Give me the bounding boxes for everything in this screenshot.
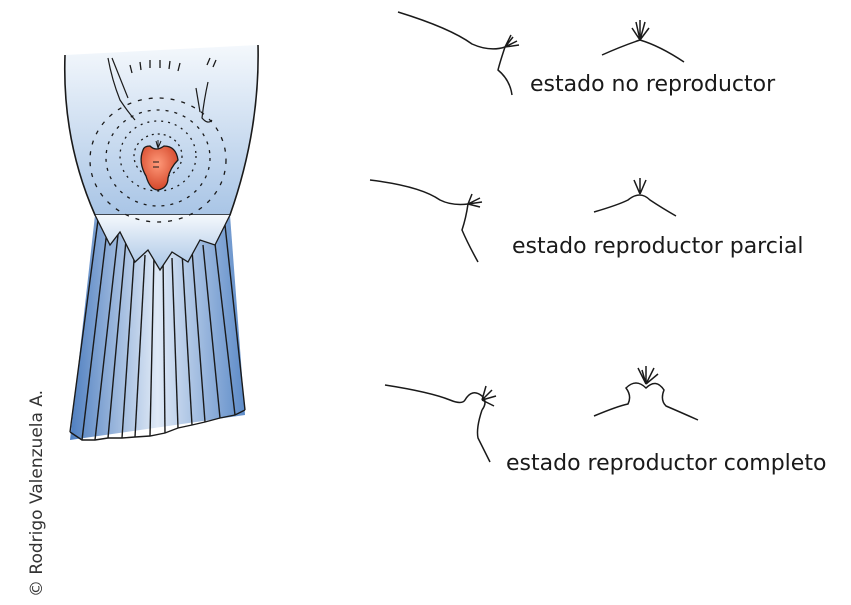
state-partial-front bbox=[594, 178, 676, 216]
state-non-reproductive-front bbox=[602, 20, 684, 62]
state-complete-side bbox=[385, 385, 496, 462]
label-non-reproductive: estado no reproductor bbox=[530, 72, 775, 97]
state-non-reproductive-side bbox=[398, 12, 519, 95]
state-partial-side bbox=[370, 180, 482, 262]
label-complete-reproductive: estado reproductor completo bbox=[506, 451, 826, 476]
label-partial-reproductive: estado reproductor parcial bbox=[512, 234, 804, 259]
state-complete-front bbox=[594, 366, 698, 420]
copyright-credit: © Rodrigo Valenzuela A. bbox=[27, 0, 47, 605]
